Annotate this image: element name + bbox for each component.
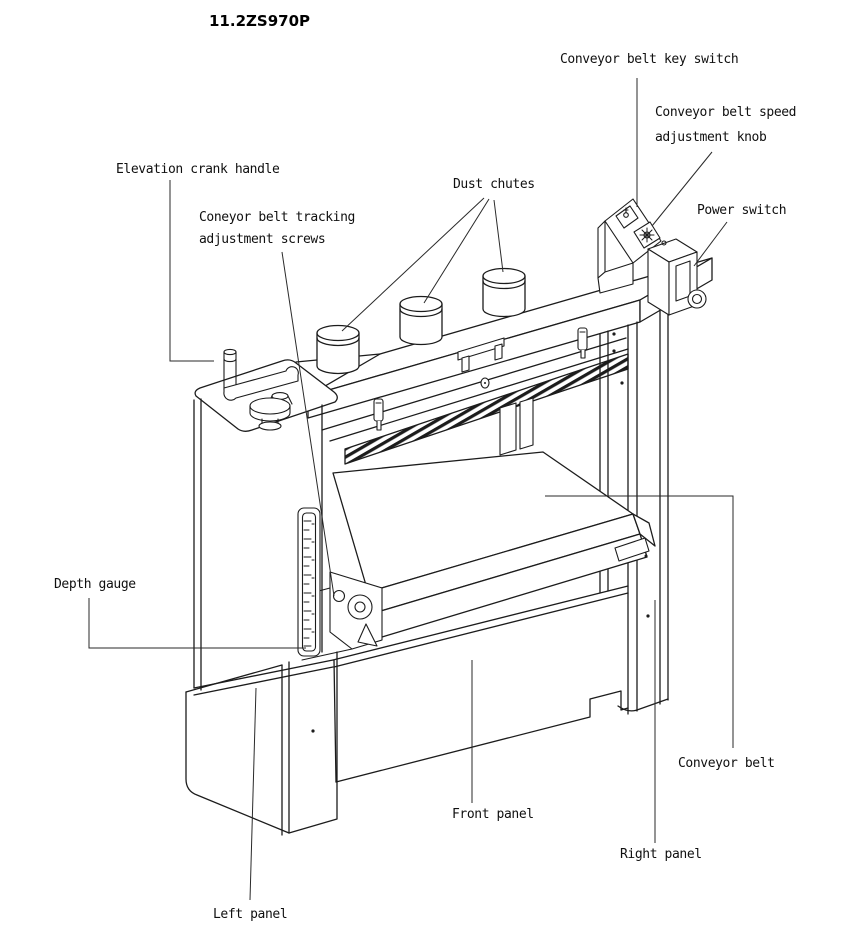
dust-chute-2 xyxy=(399,295,443,346)
left-foot xyxy=(185,651,338,836)
leader-power-switch xyxy=(693,221,728,267)
label-depth-gauge: Depth gauge xyxy=(54,577,136,592)
label-tracking-line2: adjustment screws xyxy=(199,232,326,247)
label-conveyor-belt: Conveyor belt xyxy=(678,756,775,771)
conveyor-table xyxy=(332,451,656,638)
label-left-panel: Left panel xyxy=(213,907,288,922)
label-conveyor-belt-speed-line1: Conveyor belt speed xyxy=(655,105,797,120)
depth-gauge-scale xyxy=(297,507,321,657)
leader-elevation-crank xyxy=(169,180,214,362)
tracking-screws-bracket xyxy=(299,571,383,661)
figure-title: 11.2ZS970P xyxy=(209,12,310,30)
dust-chute-1 xyxy=(316,324,360,375)
elevation-crank xyxy=(223,348,299,431)
label-conveyor-belt-key-switch: Conveyor belt key switch xyxy=(560,52,739,67)
leader-depth-gauge xyxy=(88,598,306,649)
label-dust-chutes: Dust chutes xyxy=(453,177,535,192)
lift-handle xyxy=(457,337,505,389)
speed-knob xyxy=(633,221,661,249)
label-tracking-line1: Coneyor belt tracking xyxy=(199,210,355,225)
latch-clip xyxy=(373,327,588,431)
label-conveyor-belt-speed-line2: adjustment knob xyxy=(655,130,767,145)
label-elevation-crank-handle: Elevation crank handle xyxy=(116,162,280,177)
leader-conveyor-belt xyxy=(545,495,734,748)
leader-lines xyxy=(88,78,734,901)
label-front-panel: Front panel xyxy=(452,807,534,822)
label-power-switch: Power switch xyxy=(697,203,787,218)
key-switch xyxy=(615,205,639,229)
leader-dust-chutes xyxy=(341,197,504,332)
power-switch-box xyxy=(647,238,707,316)
left-column xyxy=(193,359,338,696)
leader-left-panel xyxy=(249,687,257,901)
leader-speed-knob xyxy=(651,151,713,227)
label-right-panel: Right panel xyxy=(620,847,702,862)
front-panel-shape xyxy=(332,585,629,783)
dust-chute-3 xyxy=(482,267,526,318)
drum-housing-posts xyxy=(499,397,534,456)
control-console xyxy=(597,198,662,294)
leader-tracking-screws xyxy=(281,251,335,597)
